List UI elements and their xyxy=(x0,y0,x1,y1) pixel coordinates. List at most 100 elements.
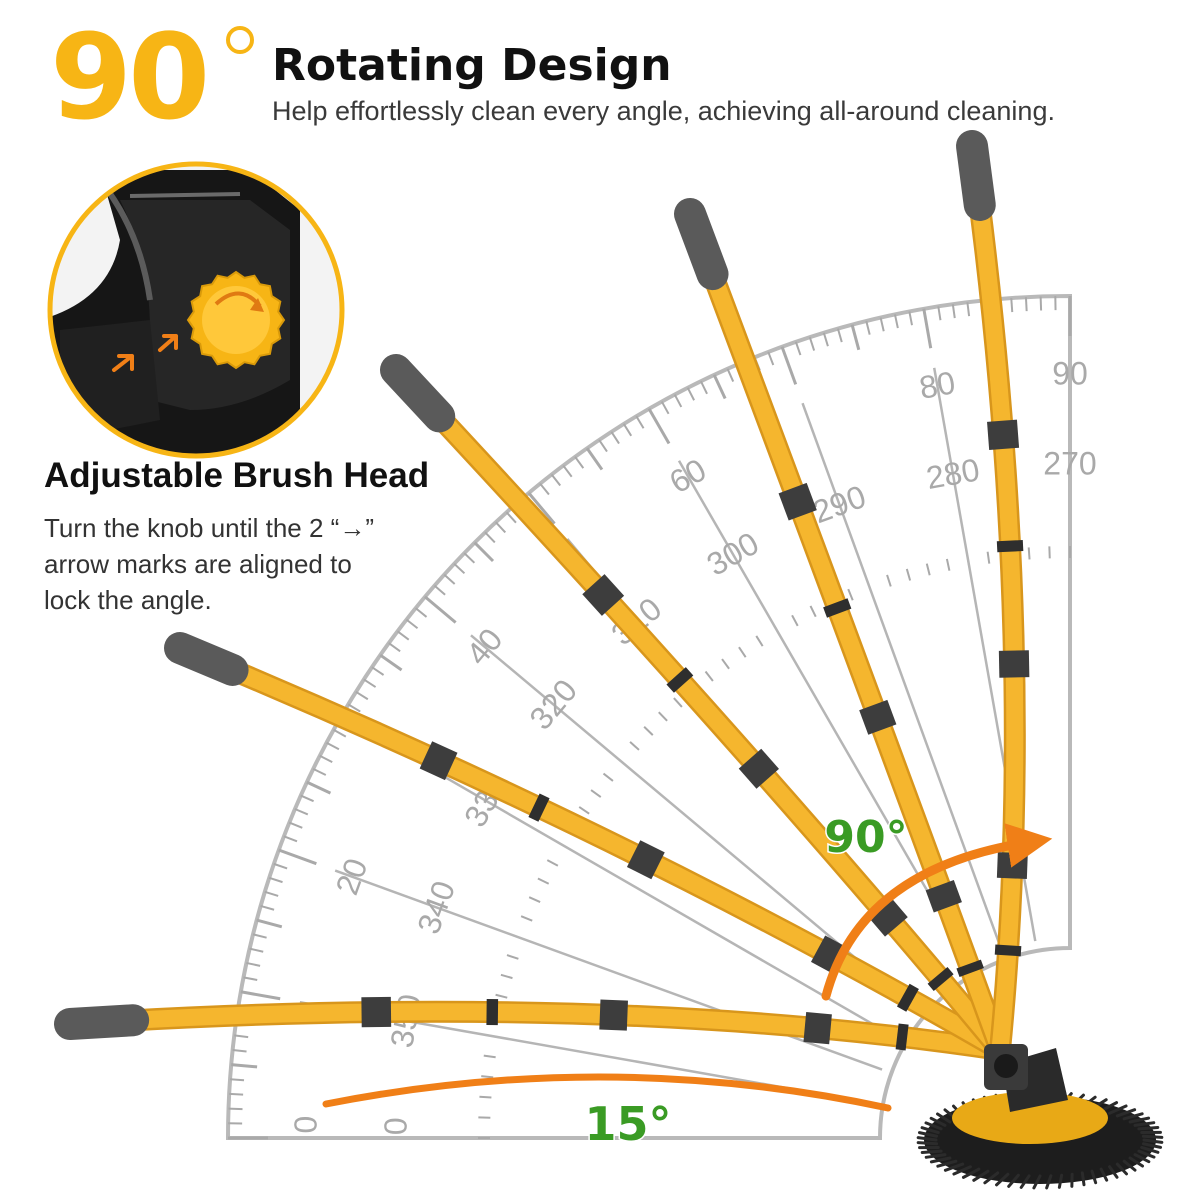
protractor-inner-label: 270 xyxy=(1043,445,1096,481)
protractor-tick xyxy=(822,332,829,347)
callout-line: arrow marks are aligned to xyxy=(44,549,352,579)
protractor-inner-tick xyxy=(1027,547,1031,560)
protractor-tick xyxy=(453,563,466,575)
page-title: Rotating Design xyxy=(272,40,672,91)
protractor-tick xyxy=(686,387,695,401)
rotation-arrow-icon xyxy=(821,823,1053,1001)
protractor-tick xyxy=(443,573,456,585)
protractor-tick xyxy=(243,976,258,981)
protractor-inner-tick xyxy=(590,789,602,798)
protractor-tick xyxy=(229,1078,245,1082)
protractor-inner-tick xyxy=(495,993,508,999)
protractor-inner-label: 300 xyxy=(701,525,765,583)
protractor-tick xyxy=(767,351,775,366)
protractor-inner-label: 280 xyxy=(923,451,982,496)
brush-pole xyxy=(956,130,1030,1061)
protractor-tick xyxy=(300,794,314,803)
protractor-tick xyxy=(388,642,401,653)
pole-ring xyxy=(896,983,919,1012)
protractor-inner-label: 0 xyxy=(377,1117,413,1135)
protractor-tick xyxy=(622,423,633,437)
protractor-tick xyxy=(396,630,410,641)
protractor-inner-tick xyxy=(945,558,951,571)
protractor-inner-tick xyxy=(755,635,764,647)
tilt-angle-label: 15° xyxy=(584,1097,671,1151)
protractor-inner-tick xyxy=(481,1075,494,1079)
protractor-tick xyxy=(246,961,261,967)
brush-pole xyxy=(54,996,1011,1061)
protractor-tick xyxy=(539,483,550,496)
angle-headline-number: 90 xyxy=(50,8,210,146)
protractor-outer-label: 80 xyxy=(917,364,958,406)
protractor-tick xyxy=(273,862,288,870)
protractor-tick xyxy=(635,415,645,429)
protractor-tick xyxy=(433,584,446,596)
protractor-tick xyxy=(294,808,309,816)
protractor-tick xyxy=(673,394,683,408)
callout-title: Adjustable Brush Head xyxy=(44,456,430,495)
alignment-arrow-icon xyxy=(158,334,178,352)
protractor-tick xyxy=(922,308,933,349)
callout-line: Turn the knob until the 2 “→” xyxy=(44,513,374,543)
protractor-tick xyxy=(371,666,385,676)
handle-grip xyxy=(380,354,456,433)
protractor-tick xyxy=(836,328,843,343)
pole-ring xyxy=(666,667,694,693)
protractor-tick xyxy=(231,1063,258,1069)
protractor-tick xyxy=(264,890,279,897)
protractor-inner-tick xyxy=(643,726,654,736)
protractor-tick xyxy=(1024,297,1028,312)
protractor-tick xyxy=(610,431,620,445)
protractor-inner-tick xyxy=(520,915,533,922)
protractor-inner-tick xyxy=(704,670,714,682)
protractor-tick xyxy=(966,302,971,317)
brush-pole xyxy=(380,354,1011,1061)
protractor-tick xyxy=(495,521,507,534)
protractor-tick xyxy=(363,678,377,688)
protractor-tick xyxy=(598,439,608,453)
rotation-angle-label: 90° xyxy=(824,812,907,863)
protractor-tick xyxy=(794,341,802,356)
protractor-tick xyxy=(319,754,333,763)
handle-grip xyxy=(956,130,996,221)
brush-pole xyxy=(164,632,1011,1061)
protractor-tick xyxy=(550,473,562,487)
protractor-tick xyxy=(574,456,585,469)
protractor-spoke xyxy=(392,745,898,1040)
protractor-tick xyxy=(256,918,283,929)
protractor-tick xyxy=(312,767,327,776)
pole-ring xyxy=(895,1023,909,1051)
protractor-tick xyxy=(463,552,476,564)
protractor-tick xyxy=(288,821,303,829)
protractor-outer-label: 0 xyxy=(287,1115,323,1133)
protractor-tick xyxy=(484,531,496,544)
protractor-tick xyxy=(260,904,275,911)
protractor-inner-tick xyxy=(537,877,550,885)
pole-ring xyxy=(956,959,984,977)
protractor-tick xyxy=(333,728,347,738)
protractor-tick xyxy=(229,1092,244,1096)
protractor-tick xyxy=(405,618,419,630)
protractor-inner-tick xyxy=(925,563,931,576)
protractor-tick xyxy=(865,320,871,335)
callout-description: Turn the knob until the 2 “→” arrow mark… xyxy=(44,510,404,618)
protractor-outer-label: 40 xyxy=(459,621,509,671)
pole-joint xyxy=(803,1012,832,1045)
protractor-inner-tick xyxy=(658,711,668,722)
knob-detail-zoom xyxy=(47,161,345,459)
pole-joint xyxy=(998,650,1030,678)
protractor-inner-tick xyxy=(986,551,991,564)
protractor-inner-tick xyxy=(791,614,799,627)
protractor-inner-tick xyxy=(721,658,730,670)
protractor-inner-tick xyxy=(528,896,541,904)
page-subtitle: Help effortlessly clean every angle, ach… xyxy=(272,96,1055,126)
adjust-knob-icon xyxy=(186,270,286,370)
pole-joint xyxy=(859,699,897,735)
protractor-inner-tick xyxy=(809,605,817,618)
handle-grip xyxy=(674,198,729,291)
pole-joint xyxy=(925,880,962,913)
brush-poles xyxy=(54,130,1030,1061)
protractor-tick xyxy=(937,306,942,321)
protractor-inner-tick xyxy=(629,741,640,751)
